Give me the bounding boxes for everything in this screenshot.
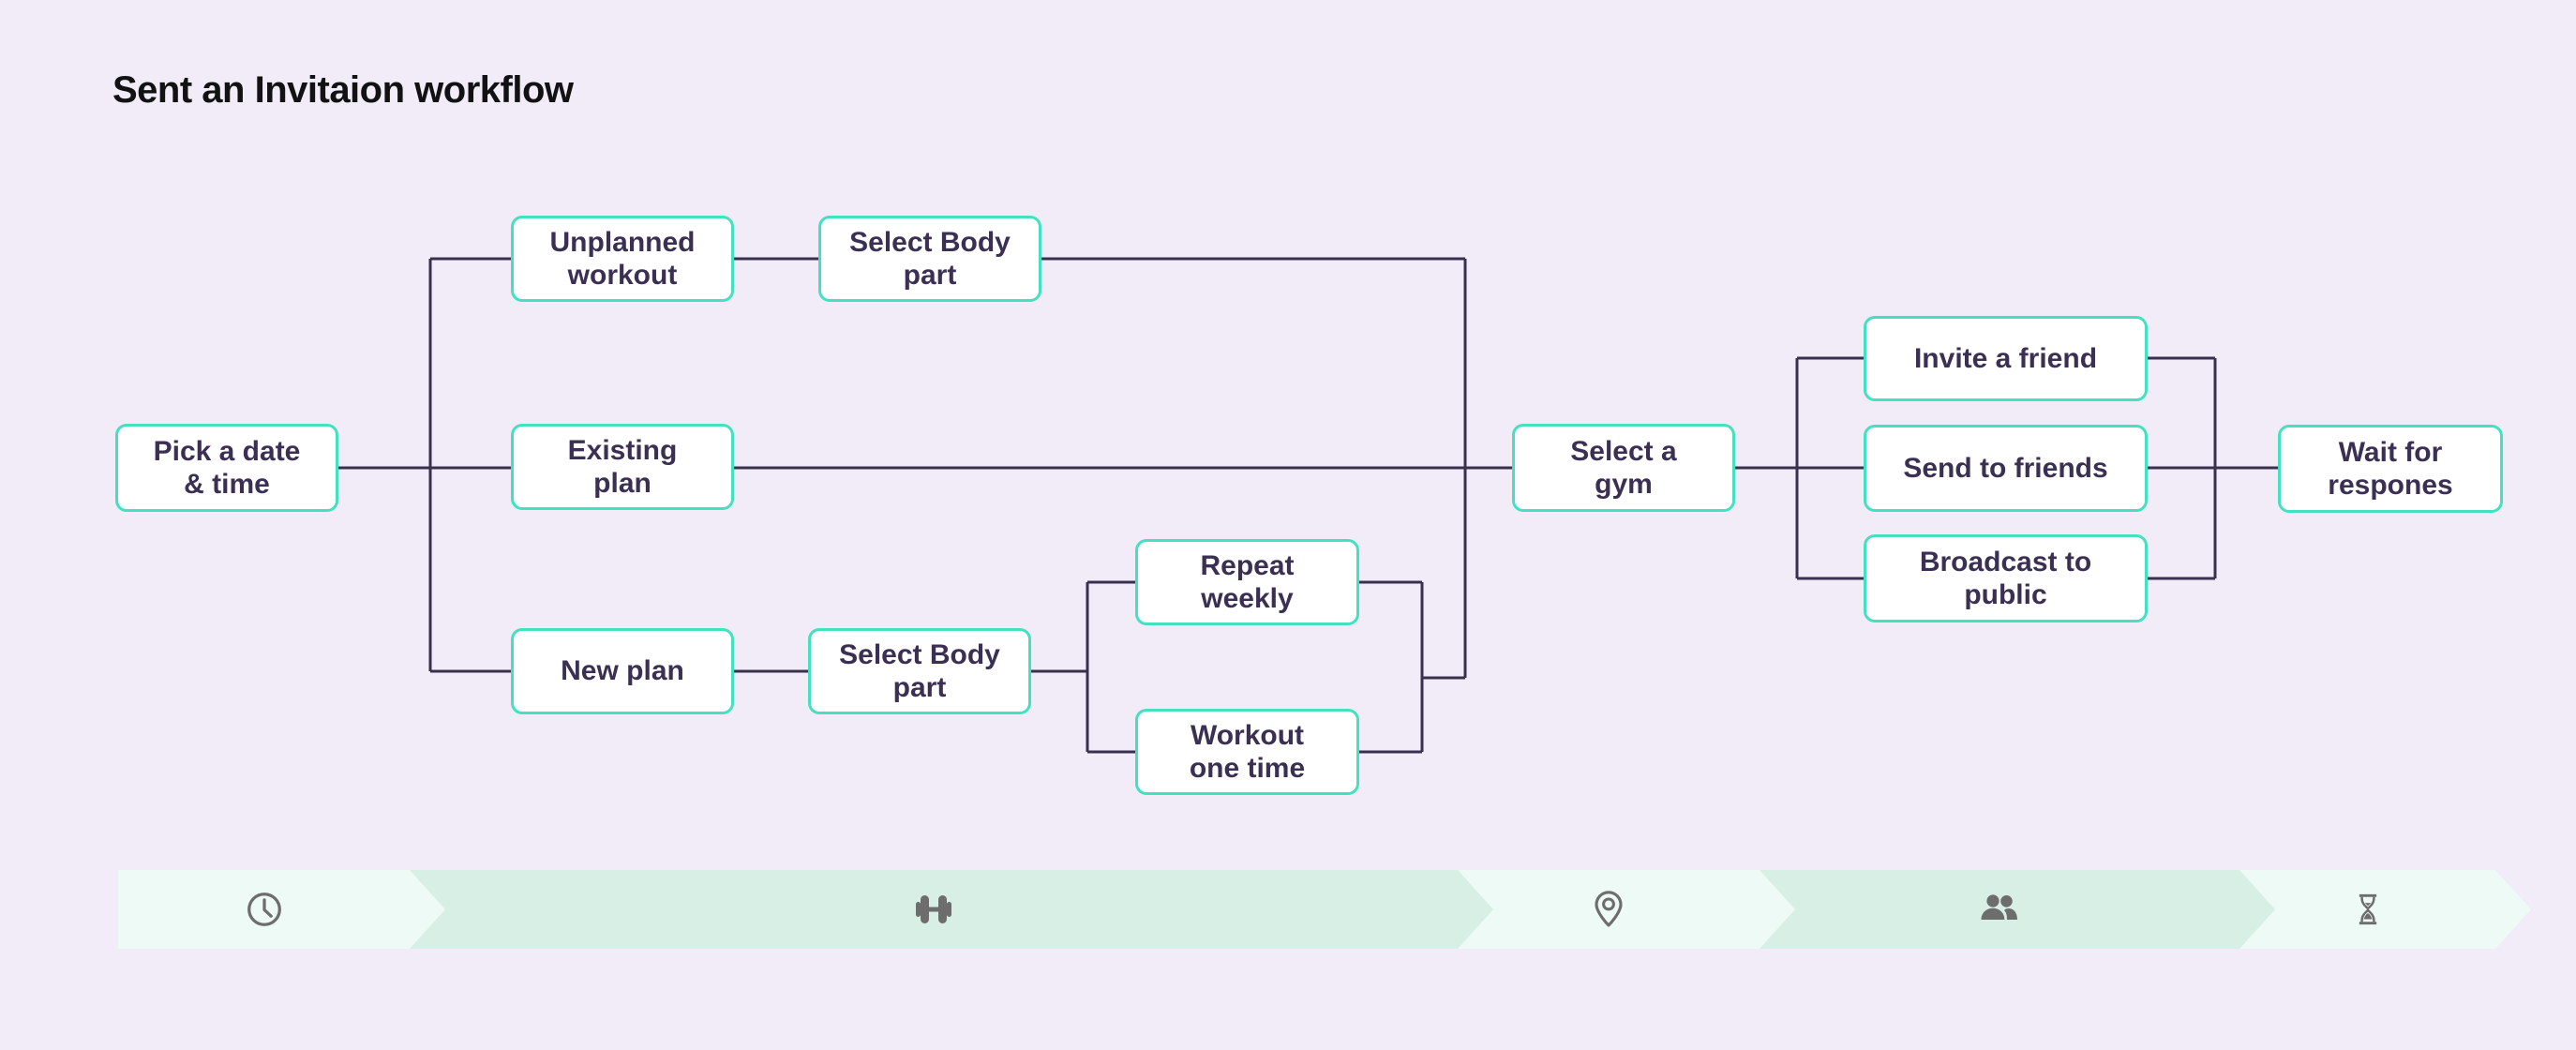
progress-step-4[interactable] <box>1760 870 2275 949</box>
people-icon <box>1976 887 2023 932</box>
node-invite-a-friend[interactable]: Invite a friend <box>1864 316 2148 401</box>
page-title: Sent an Invitaion workflow <box>112 69 574 111</box>
hourglass-icon <box>2347 888 2389 931</box>
node-send-to-friends[interactable]: Send to friends <box>1864 425 2148 512</box>
node-workout-one-time[interactable]: Workout one time <box>1135 709 1359 795</box>
node-label: Existing plan <box>567 434 678 499</box>
dumbbell-icon <box>911 887 956 932</box>
progress-step-3[interactable] <box>1458 870 1795 949</box>
node-label: Workout one time <box>1189 719 1306 784</box>
node-select-gym[interactable]: Select a gym <box>1512 424 1735 512</box>
node-label: Wait for respones <box>2328 436 2453 501</box>
progress-bar <box>118 870 2531 949</box>
progress-step-5[interactable] <box>2239 870 2531 949</box>
node-label: Send to friends <box>1903 452 2108 484</box>
progress-step-1[interactable] <box>118 870 445 949</box>
node-label: Select Body part <box>839 638 1000 703</box>
node-label: Broadcast to public <box>1919 546 2092 610</box>
node-label: Select a gym <box>1570 435 1677 500</box>
node-select-body-part-2[interactable]: Select Body part <box>808 628 1031 714</box>
progress-step-2[interactable] <box>410 870 1493 949</box>
node-existing-plan[interactable]: Existing plan <box>511 424 734 510</box>
node-label: Unplanned workout <box>549 226 696 291</box>
node-label: Invite a friend <box>1913 342 2098 374</box>
node-unplanned-workout[interactable]: Unplanned workout <box>511 216 734 302</box>
node-repeat-weekly[interactable]: Repeat weekly <box>1135 539 1359 625</box>
clock-icon <box>243 888 286 931</box>
location-pin-icon <box>1586 887 1631 932</box>
node-new-plan[interactable]: New plan <box>511 628 734 714</box>
node-label: New plan <box>561 655 684 687</box>
node-label: Pick a date & time <box>153 435 301 500</box>
node-pick-date-time[interactable]: Pick a date & time <box>115 424 338 512</box>
node-label: Repeat weekly <box>1200 549 1295 614</box>
node-wait-for-responses[interactable]: Wait for respones <box>2278 425 2503 513</box>
node-broadcast-to-public[interactable]: Broadcast to public <box>1864 534 2148 622</box>
node-label: Select Body part <box>849 226 1011 291</box>
node-select-body-part-1[interactable]: Select Body part <box>818 216 1041 302</box>
